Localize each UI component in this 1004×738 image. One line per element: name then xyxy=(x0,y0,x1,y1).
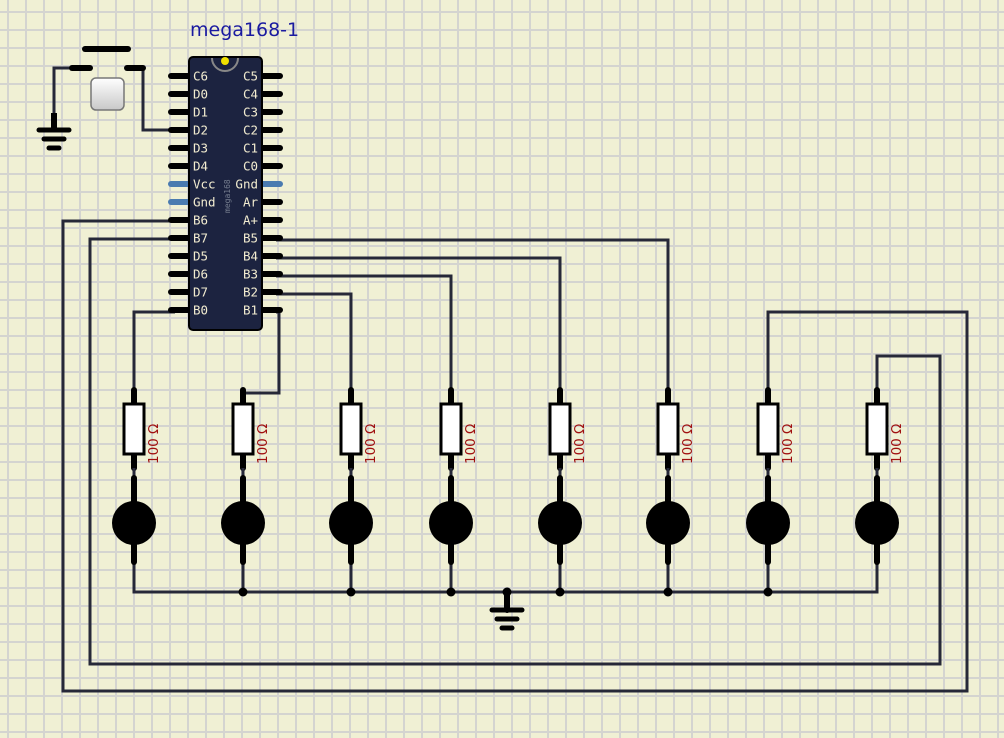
led-icon[interactable] xyxy=(855,475,899,565)
chip-pins xyxy=(168,73,283,313)
chip-body xyxy=(188,56,263,331)
pin-label: B3 xyxy=(243,267,258,282)
led-icon[interactable] xyxy=(221,475,265,565)
resistor-icon xyxy=(548,402,572,456)
wire-b5 xyxy=(276,238,670,392)
pin-label: D5 xyxy=(193,249,208,264)
pin-label: D6 xyxy=(193,267,208,282)
wires xyxy=(52,66,969,693)
led-icon[interactable] xyxy=(538,475,582,565)
led-icon[interactable] xyxy=(646,475,690,565)
pin-label: Ar xyxy=(243,195,259,210)
resistor[interactable]: 100 Ω xyxy=(656,387,696,471)
pin-label: B1 xyxy=(243,303,258,318)
resistor[interactable]: 100 Ω xyxy=(231,387,271,471)
pin-label: B6 xyxy=(193,213,208,228)
led-icon[interactable] xyxy=(112,475,156,565)
chip-notch xyxy=(211,57,239,72)
pin-label: D3 xyxy=(193,141,208,156)
pin-label: D0 xyxy=(193,87,208,102)
resistor[interactable]: 100 Ω xyxy=(339,387,379,471)
components: 100 Ω 100 Ω 100 Ω 100 Ω 100 Ω 100 Ω 100 Ω 100 Ω xyxy=(112,387,905,565)
pin-label: B2 xyxy=(243,285,258,300)
resistor-label: 100 Ω xyxy=(463,424,479,464)
resistor-label: 100 Ω xyxy=(889,424,905,464)
wire-b3 xyxy=(276,274,453,392)
pin-label: A+ xyxy=(243,213,258,228)
pin-label: C3 xyxy=(243,105,258,120)
resistor-icon xyxy=(439,402,463,456)
wire-button-ground xyxy=(52,66,72,118)
pin-label: C6 xyxy=(193,69,208,84)
pin-label: Vcc xyxy=(193,177,216,192)
pin-label: C1 xyxy=(243,141,258,156)
chip-indicator-dot xyxy=(221,57,229,65)
resistor[interactable]: 100 Ω xyxy=(439,387,479,471)
resistor-icon xyxy=(756,402,780,456)
resistor-label: 100 Ω xyxy=(363,424,379,464)
resistor-label: 100 Ω xyxy=(255,424,271,464)
pin-label: D1 xyxy=(193,105,208,120)
wire-b4 xyxy=(276,256,562,392)
pin-label: C0 xyxy=(243,159,258,174)
resistor-label: 100 Ω xyxy=(680,424,696,464)
led-icon[interactable] xyxy=(429,475,473,565)
pin-label: Gnd xyxy=(235,177,258,192)
wire-b0 xyxy=(132,310,175,392)
resistor-icon xyxy=(122,402,146,456)
wire-b6 xyxy=(61,219,969,693)
resistor[interactable]: 100 Ω xyxy=(756,387,796,471)
ground-icon xyxy=(36,113,72,151)
pin-label: B4 xyxy=(243,249,258,264)
resistor-label: 100 Ω xyxy=(146,424,162,464)
pin-label: C5 xyxy=(243,69,258,84)
led-icon[interactable] xyxy=(329,475,373,565)
push-button-icon[interactable] xyxy=(90,77,125,111)
pin-label: D7 xyxy=(193,285,208,300)
resistor-icon xyxy=(865,402,889,456)
ground-icon xyxy=(489,589,525,631)
resistor[interactable]: 100 Ω xyxy=(548,387,588,471)
push-button[interactable] xyxy=(69,46,146,111)
resistor-icon xyxy=(656,402,680,456)
chip-pin-labels: C6D0D1D2D3D4VccGndB6B7D5D6D7B0C5C4C3C2C1… xyxy=(193,69,258,318)
wire-b2 xyxy=(276,292,353,392)
mcu-chip[interactable]: mega168-1 mega168 C6D0D1D2D3D4VccGndB6B7… xyxy=(168,19,299,331)
pin-label: B0 xyxy=(193,303,208,318)
pin-label: D4 xyxy=(193,159,208,174)
resistor[interactable]: 100 Ω xyxy=(865,387,905,471)
resistor[interactable]: 100 Ω xyxy=(122,387,162,471)
pin-label: B7 xyxy=(193,231,208,246)
chip-model-label: mega168 xyxy=(223,179,232,213)
chip-title: mega168-1 xyxy=(190,19,299,41)
resistor-icon xyxy=(231,402,255,456)
wire-b7 xyxy=(88,237,942,666)
pin-label: C2 xyxy=(243,123,258,138)
pin-label: C4 xyxy=(243,87,258,102)
led-icon[interactable] xyxy=(746,475,790,565)
resistor-icon xyxy=(339,402,363,456)
pin-label: B5 xyxy=(243,231,258,246)
pin-label: D2 xyxy=(193,123,208,138)
resistor-label: 100 Ω xyxy=(572,424,588,464)
resistor-label: 100 Ω xyxy=(780,424,796,464)
wire-ground-bus xyxy=(132,560,879,594)
pin-label: Gnd xyxy=(193,195,216,210)
